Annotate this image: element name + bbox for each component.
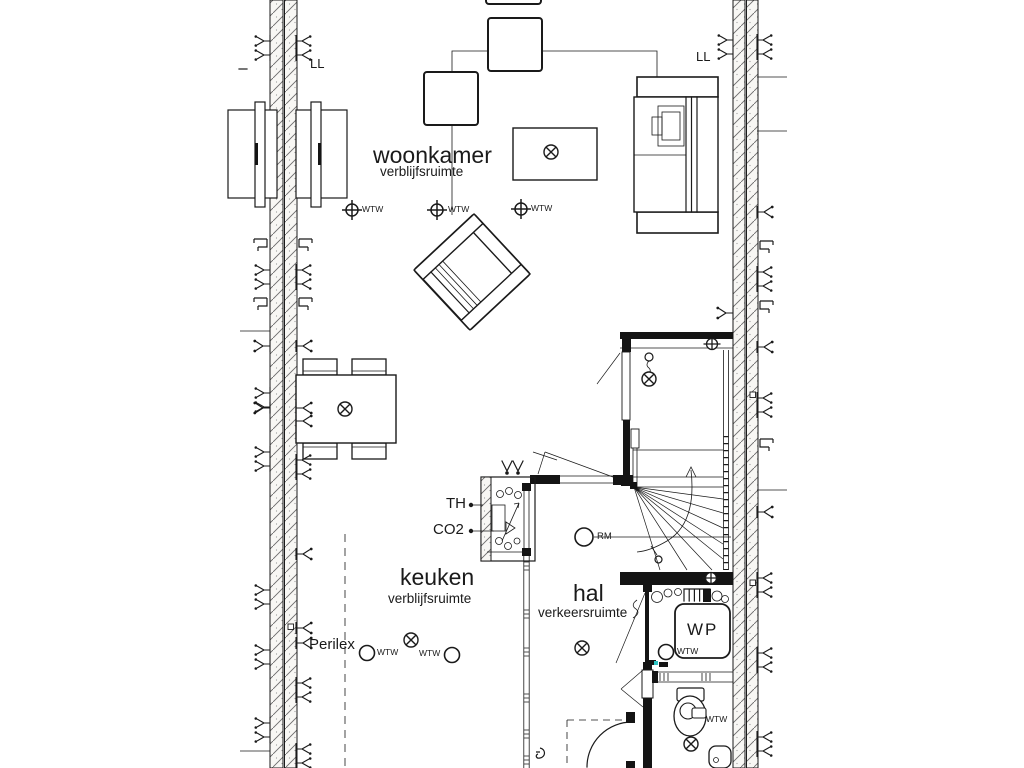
room-label-keuken: keuken [400,564,475,590]
wp-toilet-walls [615,585,733,768]
rm-label: RM [597,531,612,542]
staircase [630,350,729,571]
armchair [423,71,479,126]
armchair [487,17,543,72]
meter-cupboard [480,451,558,562]
wtw-label: WTW [419,648,441,658]
toilet [673,687,707,737]
ll-label-left: LL [310,56,325,71]
room-sublabel-woonkamer: verblijfsruimte [380,164,464,179]
room-sublabel-hal: verkeersruimte [538,605,628,620]
hall-kitchen-wall [523,556,530,768]
wtw-label: WTW [448,204,470,214]
room-label-woonkamer: woonkamer [373,142,492,168]
washbasin [708,745,732,768]
co2-label: CO2 [433,521,464,538]
th-co2-leaders [468,502,494,534]
tv-cabinet [633,76,719,234]
wtw-label: WTW [531,203,553,213]
th-label: TH [446,495,466,512]
teal-marker [654,661,658,665]
wtw-label: WTW [706,714,728,724]
wtw-label: WTW [377,647,399,657]
armchair-rotated [413,213,531,331]
front-door [566,712,635,768]
wtw-label: WTW [677,646,699,656]
perilex-label: Perilex [309,636,355,653]
wp-label: WP [687,620,719,639]
room-sublabel-keuken: verblijfsruimte [388,591,472,606]
room-label-hal: hal [573,580,604,606]
wtw-label: WTW [362,204,384,214]
heat-pump-unit [649,588,731,667]
interior-walls [530,332,733,585]
party-wall-right [732,0,759,768]
seating-group [423,0,658,215]
wardrobe-left [227,101,348,208]
ll-label-right: LL [696,49,711,64]
